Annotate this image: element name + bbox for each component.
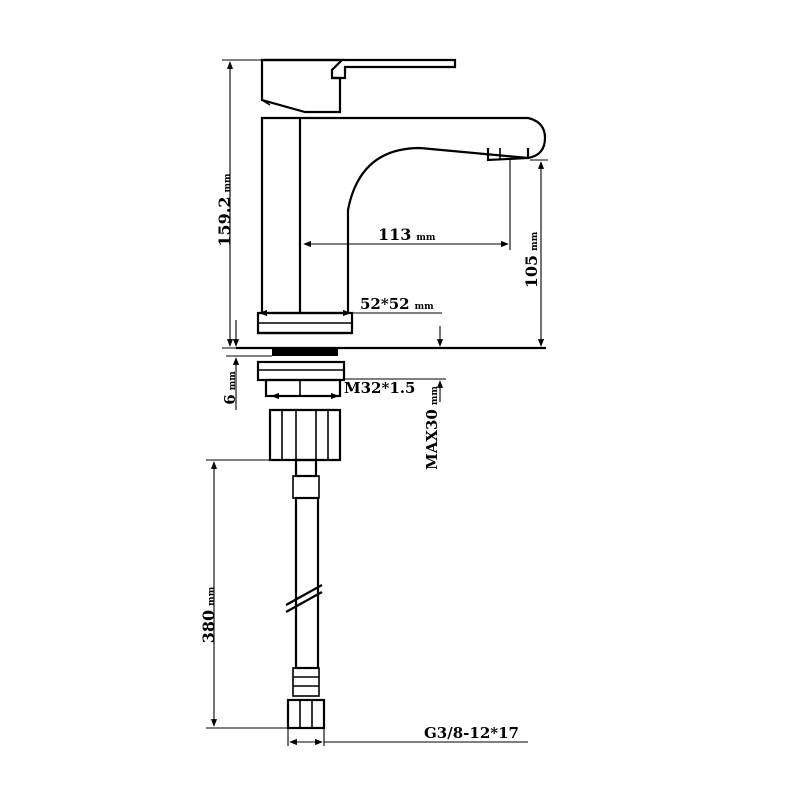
hose-length-label: 380mm <box>199 586 218 643</box>
threaded-shank <box>268 408 342 462</box>
dimension-thread: M32*1.5 <box>271 379 415 400</box>
max-thickness-label: MAX30mm <box>423 386 441 470</box>
washer-thickness-label: 6mm <box>221 371 239 405</box>
faucet-body <box>260 116 547 315</box>
flexible-hose <box>285 458 326 730</box>
thread-label: M32*1.5 <box>344 379 415 397</box>
dimension-max-thickness: MAX30mm <box>344 326 446 470</box>
mounting-nut <box>256 348 346 398</box>
hose-connector-label: G3/8-12*17 <box>424 724 519 742</box>
faucet-base <box>236 311 546 350</box>
spout-aerator <box>486 148 530 162</box>
dimension-hose-length: 380mm <box>199 459 288 729</box>
dimension-washer-thickness: 6mm <box>221 320 272 410</box>
spout-height-label: 105mm <box>522 231 541 288</box>
dimension-total-height: 159.2mm <box>215 59 262 349</box>
total-height-label: 159.2mm <box>215 173 234 247</box>
dimension-hose-connector: G3/8-12*17 <box>287 724 528 746</box>
dimension-spout-height: 105mm <box>522 159 548 347</box>
faucet-handle <box>260 58 457 114</box>
